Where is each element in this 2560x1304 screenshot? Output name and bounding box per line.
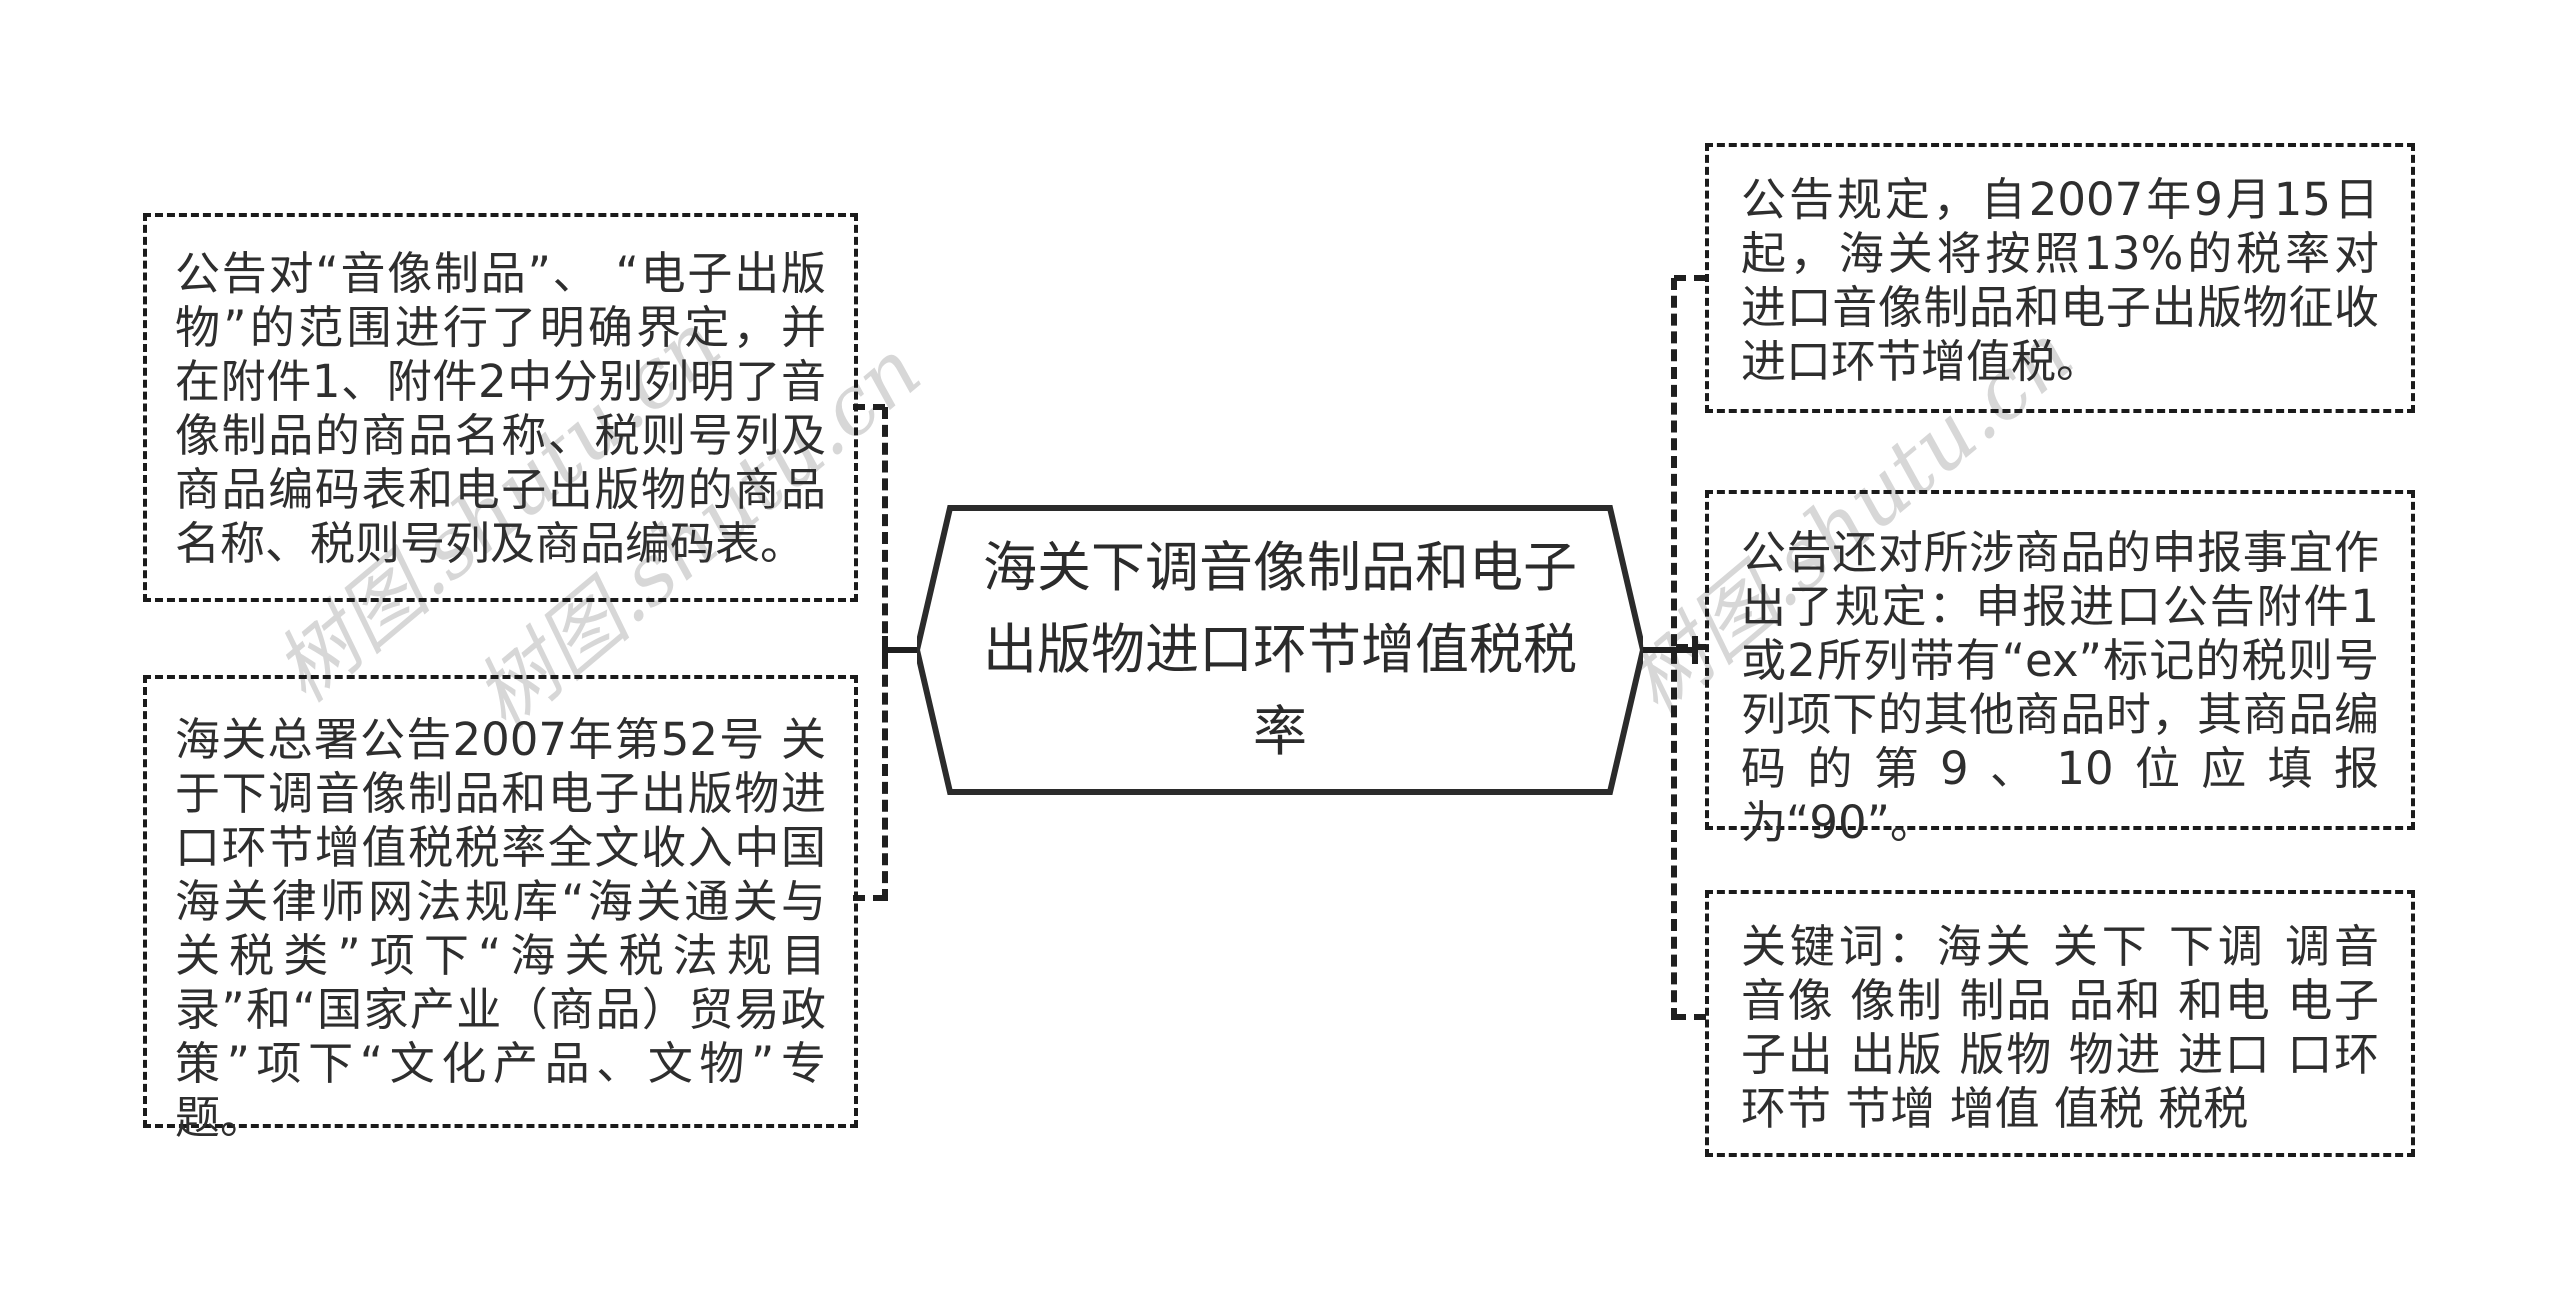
right-connector-tick-cap [1692, 636, 1698, 664]
hexagon-outline [917, 505, 1643, 795]
center-node[interactable]: 海关下调音像制品和电子出版物进口环节增值税税率 [917, 505, 1643, 795]
right-connector-stub-bottom [1674, 1014, 1706, 1020]
left-connector-tick-cap [882, 636, 888, 664]
node-keywords[interactable]: 关键词：海关 关下 下调 调音 音像 像制 制品 品和 和电 电子 子出 出版 … [1705, 890, 2415, 1157]
right-connector-stub-top [1674, 275, 1706, 281]
hexagon-shape [917, 505, 1643, 795]
node-declaration-rule[interactable]: 公告还对所涉商品的申报事宜作出了规定：申报进口公告附件1或2所列带有“ex”标记… [1705, 490, 2415, 849]
center-node-title: 海关下调音像制品和电子出版物进口环节增值税税率 [983, 536, 1577, 763]
node-scope-definition-text: 公告对“音像制品”、 “电子出版物”的范围进行了明确界定，并在附件1、附件2中分… [175, 247, 826, 570]
node-declaration-rule-text: 公告还对所涉商品的申报事宜作出了规定：申报进口公告附件1或2所列带有“ex”标记… [1741, 526, 2379, 849]
right-connector-tick [1641, 647, 1697, 653]
node-tax-rate-rule-text: 公告规定，自2007年9月15日起，海关将按照13%的税率对进口音像制品和电子出… [1741, 173, 2379, 388]
node-tax-rate-rule[interactable]: 公告规定，自2007年9月15日起，海关将按照13%的税率对进口音像制品和电子出… [1705, 143, 2415, 413]
left-connector-tick [885, 647, 919, 653]
node-scope-definition[interactable]: 公告对“音像制品”、 “电子出版物”的范围进行了明确界定，并在附件1、附件2中分… [143, 213, 858, 602]
left-connector-stub-bottom [853, 895, 885, 901]
node-announcement-source[interactable]: 海关总署公告2007年第52号 关于下调音像制品和电子出版物进口环节增值税税率全… [143, 675, 858, 1144]
node-keywords-text: 关键词：海关 关下 下调 调音 音像 像制 制品 品和 和电 电子 子出 出版 … [1741, 920, 2379, 1135]
left-connector-stub-top [853, 404, 885, 410]
node-announcement-source-text: 海关总署公告2007年第52号 关于下调音像制品和电子出版物进口环节增值税税率全… [175, 713, 826, 1144]
